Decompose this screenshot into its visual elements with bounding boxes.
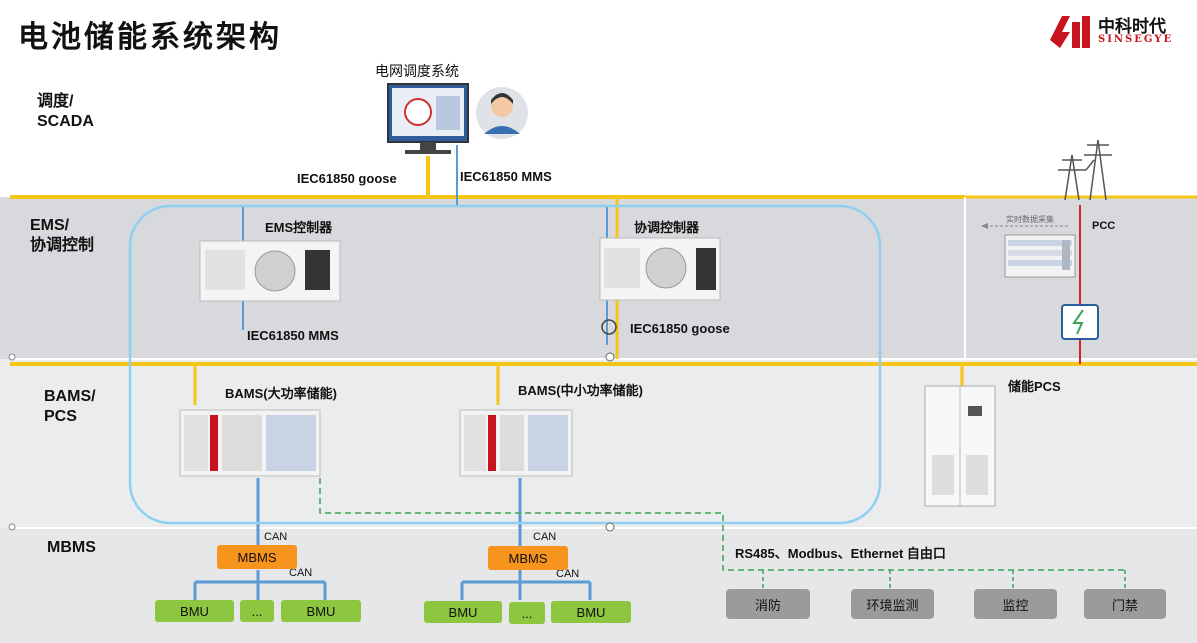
logo-en-text: SINSEGYE bbox=[1098, 34, 1174, 45]
bmu-box: BMU bbox=[155, 600, 234, 622]
can-label: CAN bbox=[264, 531, 288, 543]
bmu-box: BMU bbox=[551, 601, 631, 623]
iec-goose-mid-label: IEC61850 goose bbox=[630, 321, 730, 336]
can-label: CAN bbox=[533, 531, 557, 543]
iec-mms-top-label: IEC61850 MMS bbox=[460, 169, 552, 184]
bams-small-label: BAMS(中小功率储能) bbox=[518, 383, 643, 398]
zone-mbms-label: MBMS bbox=[47, 539, 96, 556]
bmu-box: BMU bbox=[281, 600, 361, 622]
bmu-box: BMU bbox=[424, 601, 502, 623]
zone-ems-label: EMS/ 协调控制 bbox=[30, 217, 95, 254]
bams-large-label: BAMS(大功率储能) bbox=[225, 386, 337, 401]
coord-controller-label: 协调控制器 bbox=[634, 220, 700, 235]
can-label: CAN bbox=[556, 568, 580, 580]
bmu-ellipsis: ... bbox=[240, 600, 274, 622]
realtime-label: 实时数据采集 bbox=[1006, 215, 1054, 224]
logo-icon bbox=[1050, 16, 1090, 48]
rs485-label: RS485、Modbus、Ethernet 自由口 bbox=[735, 546, 946, 561]
iec-mms-mid-label: IEC61850 MMS bbox=[247, 328, 339, 343]
logo-cn-text: 中科时代 bbox=[1098, 17, 1166, 37]
access-control-box: 门禁 bbox=[1084, 589, 1166, 619]
fire-protection-box: 消防 bbox=[726, 589, 810, 619]
mbms-box: MBMS bbox=[488, 546, 568, 570]
ems-controller-label: EMS控制器 bbox=[265, 220, 333, 235]
bmu-ellipsis: ... bbox=[509, 602, 545, 624]
pcs-label: 储能PCS bbox=[1008, 379, 1061, 394]
grid-dispatch-label: 电网调度系统 bbox=[375, 63, 459, 79]
mbms-band bbox=[0, 528, 1197, 643]
company-logo: 中科时代 SINSEGYE bbox=[1048, 10, 1188, 52]
page-title: 电池储能系统架构 bbox=[18, 20, 282, 55]
can-label: CAN bbox=[289, 567, 313, 579]
surveillance-box: 监控 bbox=[974, 589, 1057, 619]
iec-goose-top-label: IEC61850 goose bbox=[297, 171, 397, 186]
mbms-box: MBMS bbox=[217, 545, 297, 569]
pcc-label: PCC bbox=[1092, 220, 1116, 232]
zone-bams-label: BAMS/ PCS bbox=[44, 388, 96, 425]
zone-scada-label: 调度/ SCADA bbox=[37, 93, 94, 130]
environment-monitor-box: 环境监测 bbox=[851, 589, 934, 619]
